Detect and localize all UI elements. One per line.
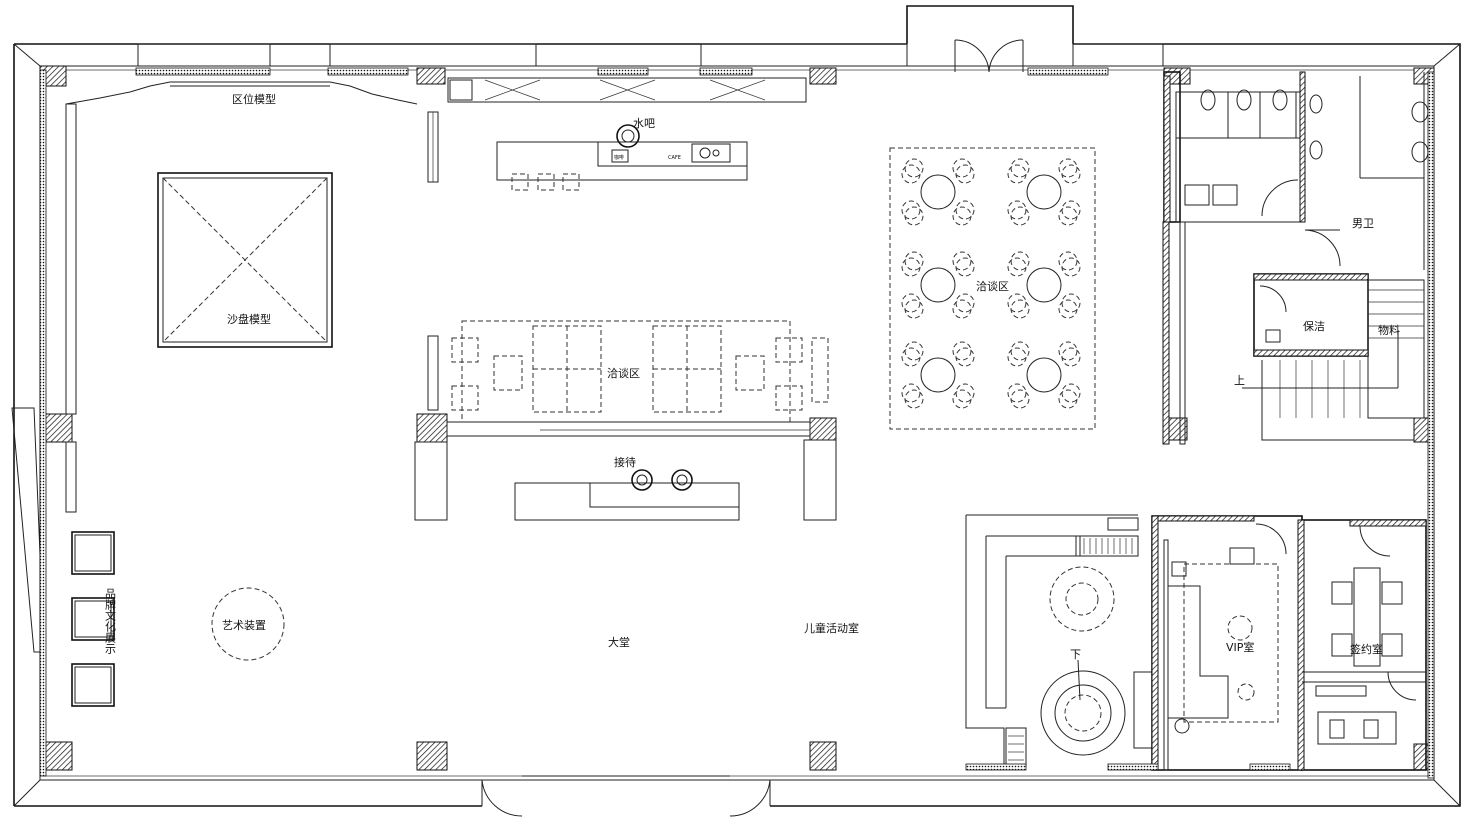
outer-shell: [11, 5, 1461, 817]
table-set-2: [1007, 158, 1081, 226]
service-core: [39, 69, 1435, 779]
label-kids-room: 儿童活动室: [804, 621, 859, 635]
label-cleaning: 保洁: [1303, 319, 1325, 333]
kids-steps: [1008, 735, 1024, 761]
table-set-3: [901, 251, 975, 319]
label-sand-table: 沙盘模型: [227, 312, 271, 326]
label-zone-model: 区位模型: [232, 92, 276, 106]
columns: [39, 65, 1435, 771]
signing-room: [1297, 519, 1427, 771]
table-set-4: [1007, 251, 1081, 319]
label-art-install: 艺术装置: [222, 619, 266, 632]
table-set-5: [901, 341, 975, 409]
label-vip: VIP室: [1226, 640, 1254, 654]
kids-blocks: [1083, 538, 1133, 554]
stair-treads: [1279, 289, 1424, 418]
label-counter-b: CAFE: [668, 155, 681, 161]
label-brand-wall: 品牌文化展示: [104, 588, 117, 654]
label-reception: 接待: [614, 455, 636, 469]
label-up: 上: [1234, 374, 1245, 387]
center-lounge: [414, 320, 837, 521]
label-water-bar: 水吧: [633, 117, 655, 130]
table-set-1: [901, 158, 975, 226]
label-lobby: 大堂: [608, 635, 630, 649]
label-nego-right: 洽谈区: [976, 280, 1009, 293]
bottom-sill: [965, 763, 1291, 771]
room-labels: 区位模型 水吧 沙盘模型 洽谈区 洽谈区 接待 艺术装置 大堂 儿童活动室 品牌…: [104, 92, 1401, 661]
label-down: 下: [1070, 648, 1081, 661]
dining-sets: [889, 147, 1096, 430]
table-set-6: [1007, 341, 1081, 409]
kids-room: [965, 514, 1153, 770]
water-bar: [427, 77, 807, 191]
label-mens-wc: 男卫: [1352, 217, 1374, 230]
toilet-fixtures: [1200, 89, 1429, 163]
label-counter-a: 咖啡: [614, 154, 624, 161]
label-signing: 签约室: [1350, 642, 1383, 656]
label-nego-center: 洽谈区: [607, 367, 640, 380]
left-area: [65, 81, 418, 707]
label-materials: 物料: [1378, 323, 1400, 337]
